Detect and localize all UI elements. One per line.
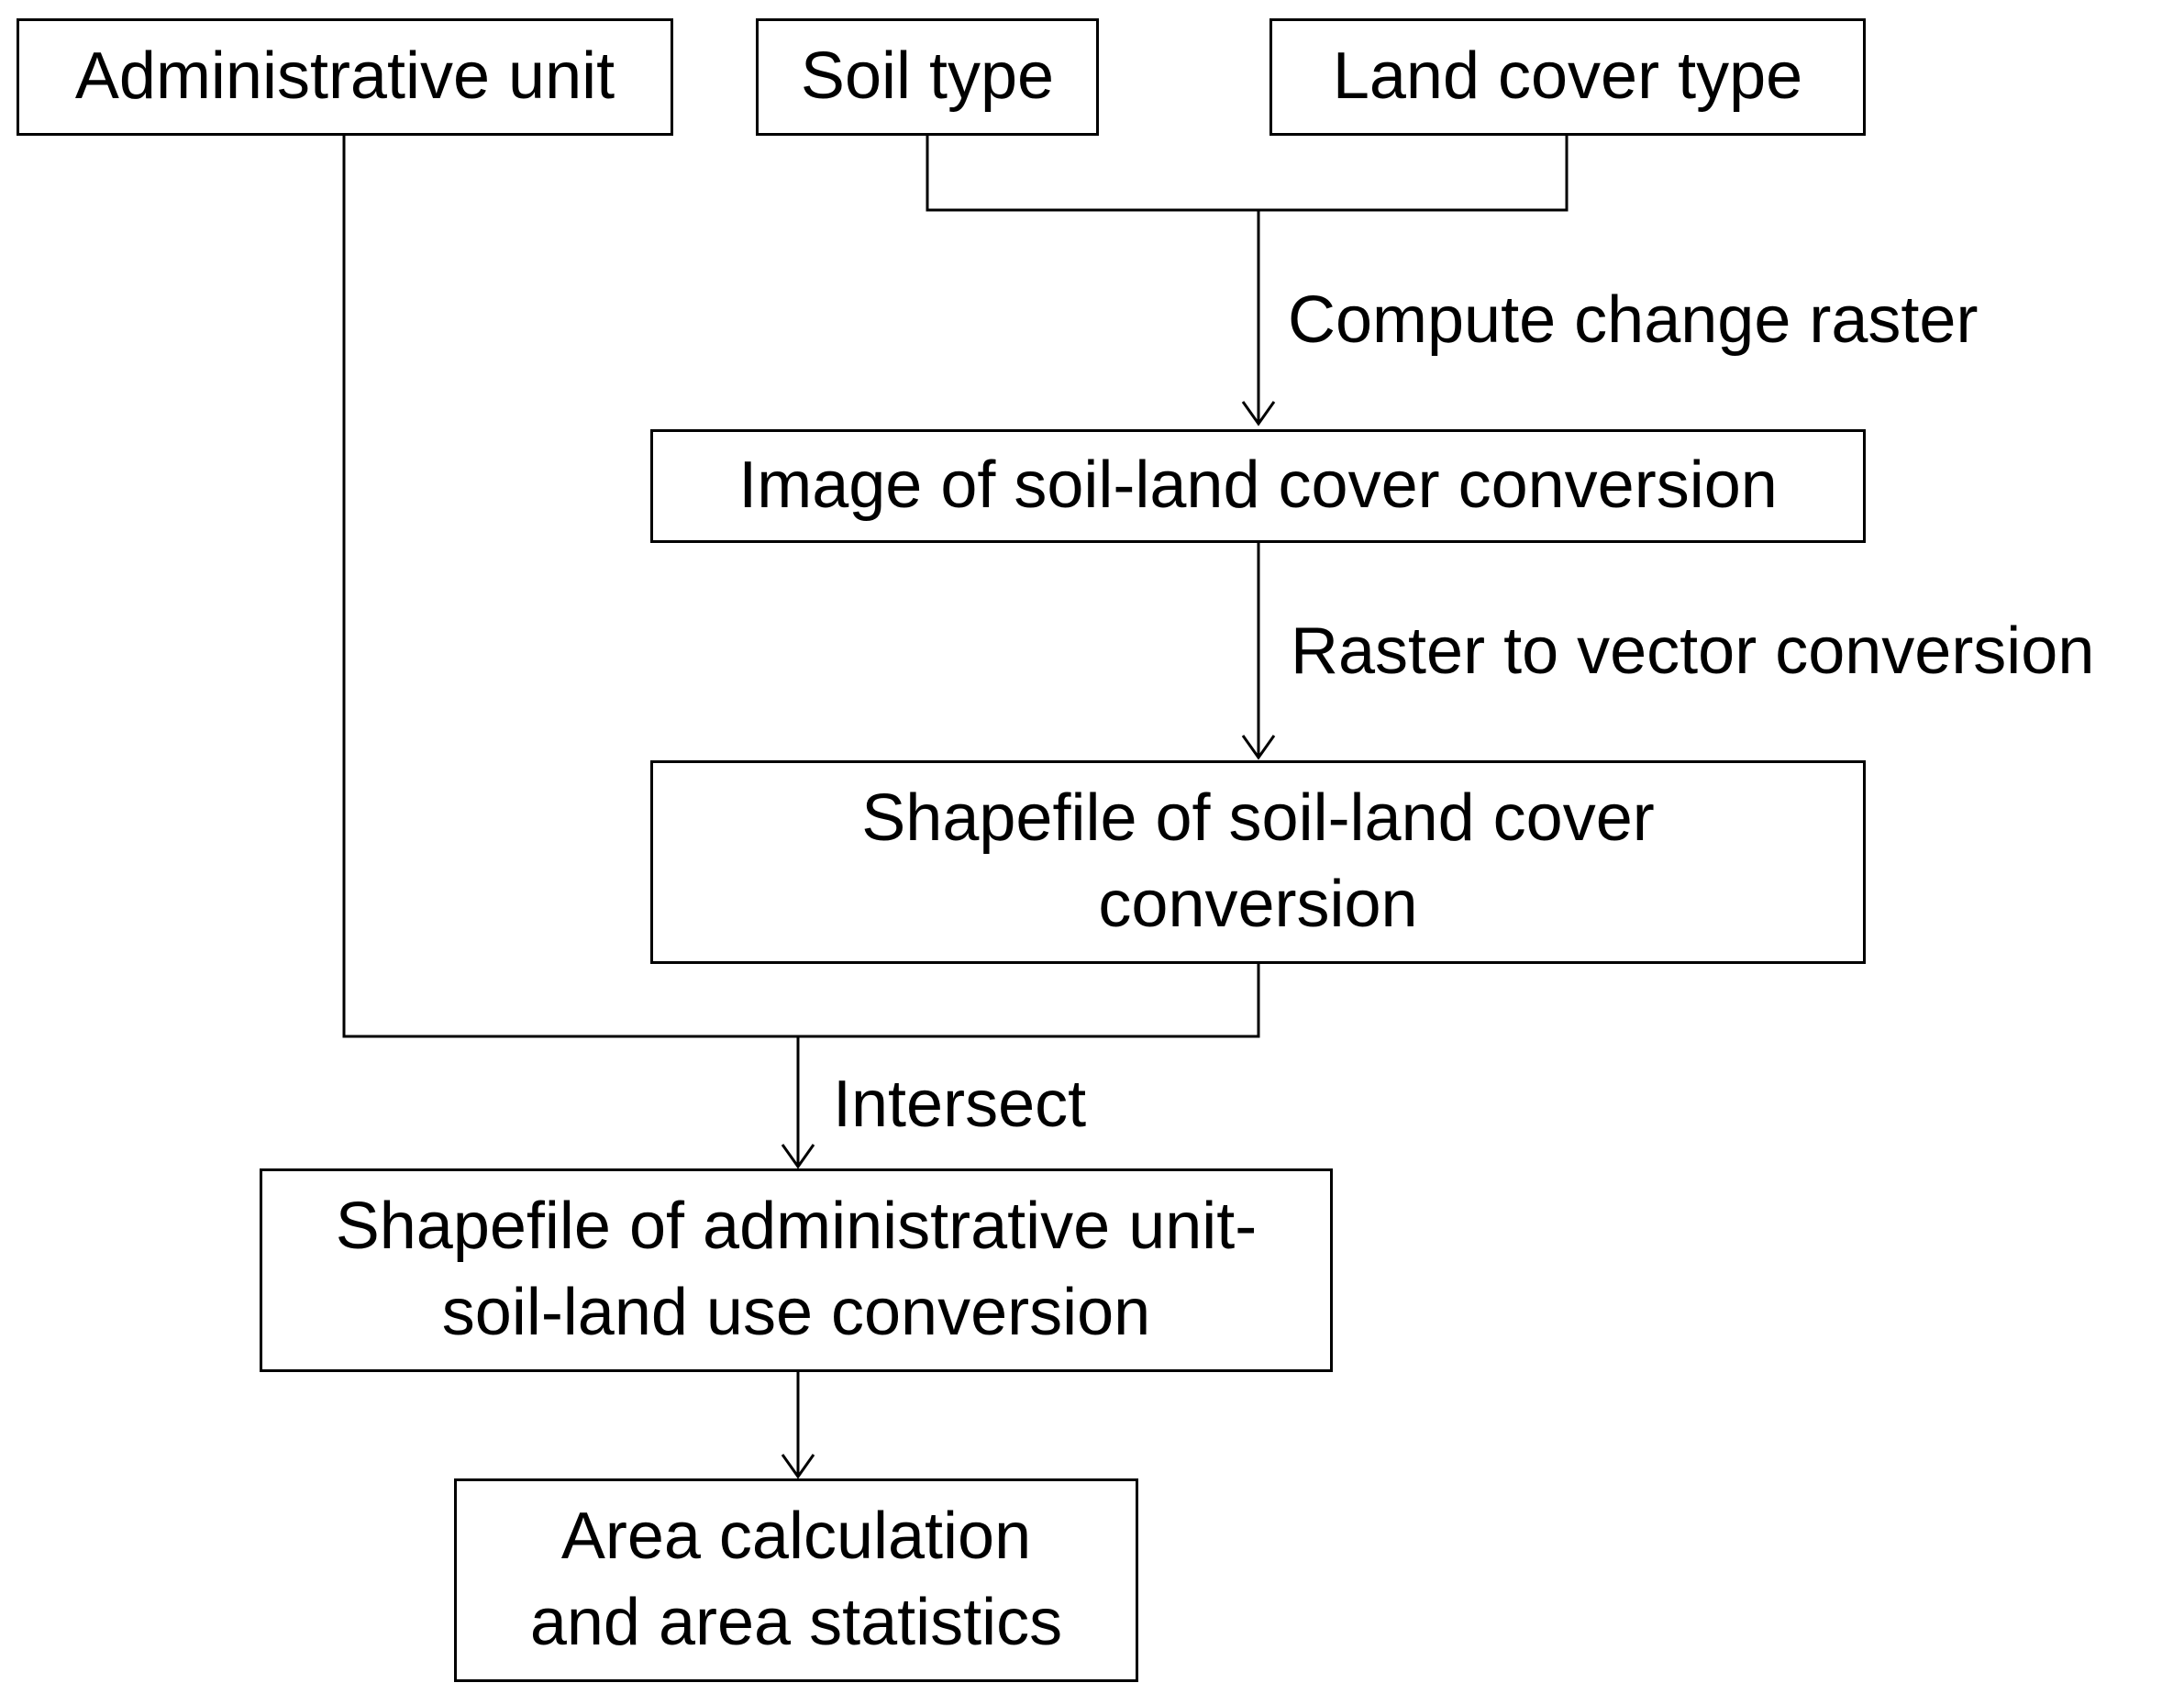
image-conversion-label: Image of soil-land cover conversion xyxy=(738,448,1778,523)
area-calculation-line1: Area calculation xyxy=(560,1500,1032,1574)
soil-type-node: Soil type xyxy=(756,18,1099,136)
shapefile-admin-line2: soil-land use conversion xyxy=(441,1276,1151,1349)
shapefile-connector xyxy=(798,964,1260,1038)
image-conversion-node: Image of soil-land cover conversion xyxy=(650,429,1866,543)
intersect-arrowhead xyxy=(781,1144,815,1169)
administrative-unit-node: Administrative unit xyxy=(17,18,673,136)
area-calculation-line2: and area statistics xyxy=(529,1586,1063,1659)
soil-type-connector xyxy=(926,136,1258,212)
shapefile-admin-node: Shapefile of administrative unit- soil-l… xyxy=(260,1168,1333,1372)
admin-unit-connector xyxy=(342,136,798,1038)
raster-vector-arrowhead xyxy=(1241,735,1276,760)
compute-change-arrowhead xyxy=(1241,401,1276,426)
raster-to-vector-label: Raster to vector conversion xyxy=(1291,614,2095,688)
land-cover-type-node: Land cover type xyxy=(1269,18,1866,136)
intersect-label: Intersect xyxy=(833,1068,1087,1141)
soil-type-label: Soil type xyxy=(800,39,1055,114)
administrative-unit-label: Administrative unit xyxy=(74,39,615,114)
area-calculation-node: Area calculation and area statistics xyxy=(454,1478,1138,1682)
land-cover-connector xyxy=(1258,136,1569,212)
shapefile-conversion-line1: Shapefile of soil-land cover xyxy=(861,781,1655,856)
land-cover-type-label: Land cover type xyxy=(1332,39,1803,114)
area-calc-arrowhead xyxy=(781,1454,815,1479)
compute-change-raster-label: Compute change raster xyxy=(1288,283,1979,357)
shapefile-admin-line1: Shapefile of administrative unit- xyxy=(335,1190,1258,1264)
shapefile-conversion-node: Shapefile of soil-land cover conversion xyxy=(650,760,1866,964)
shapefile-conversion-line2: conversion xyxy=(1098,868,1418,941)
